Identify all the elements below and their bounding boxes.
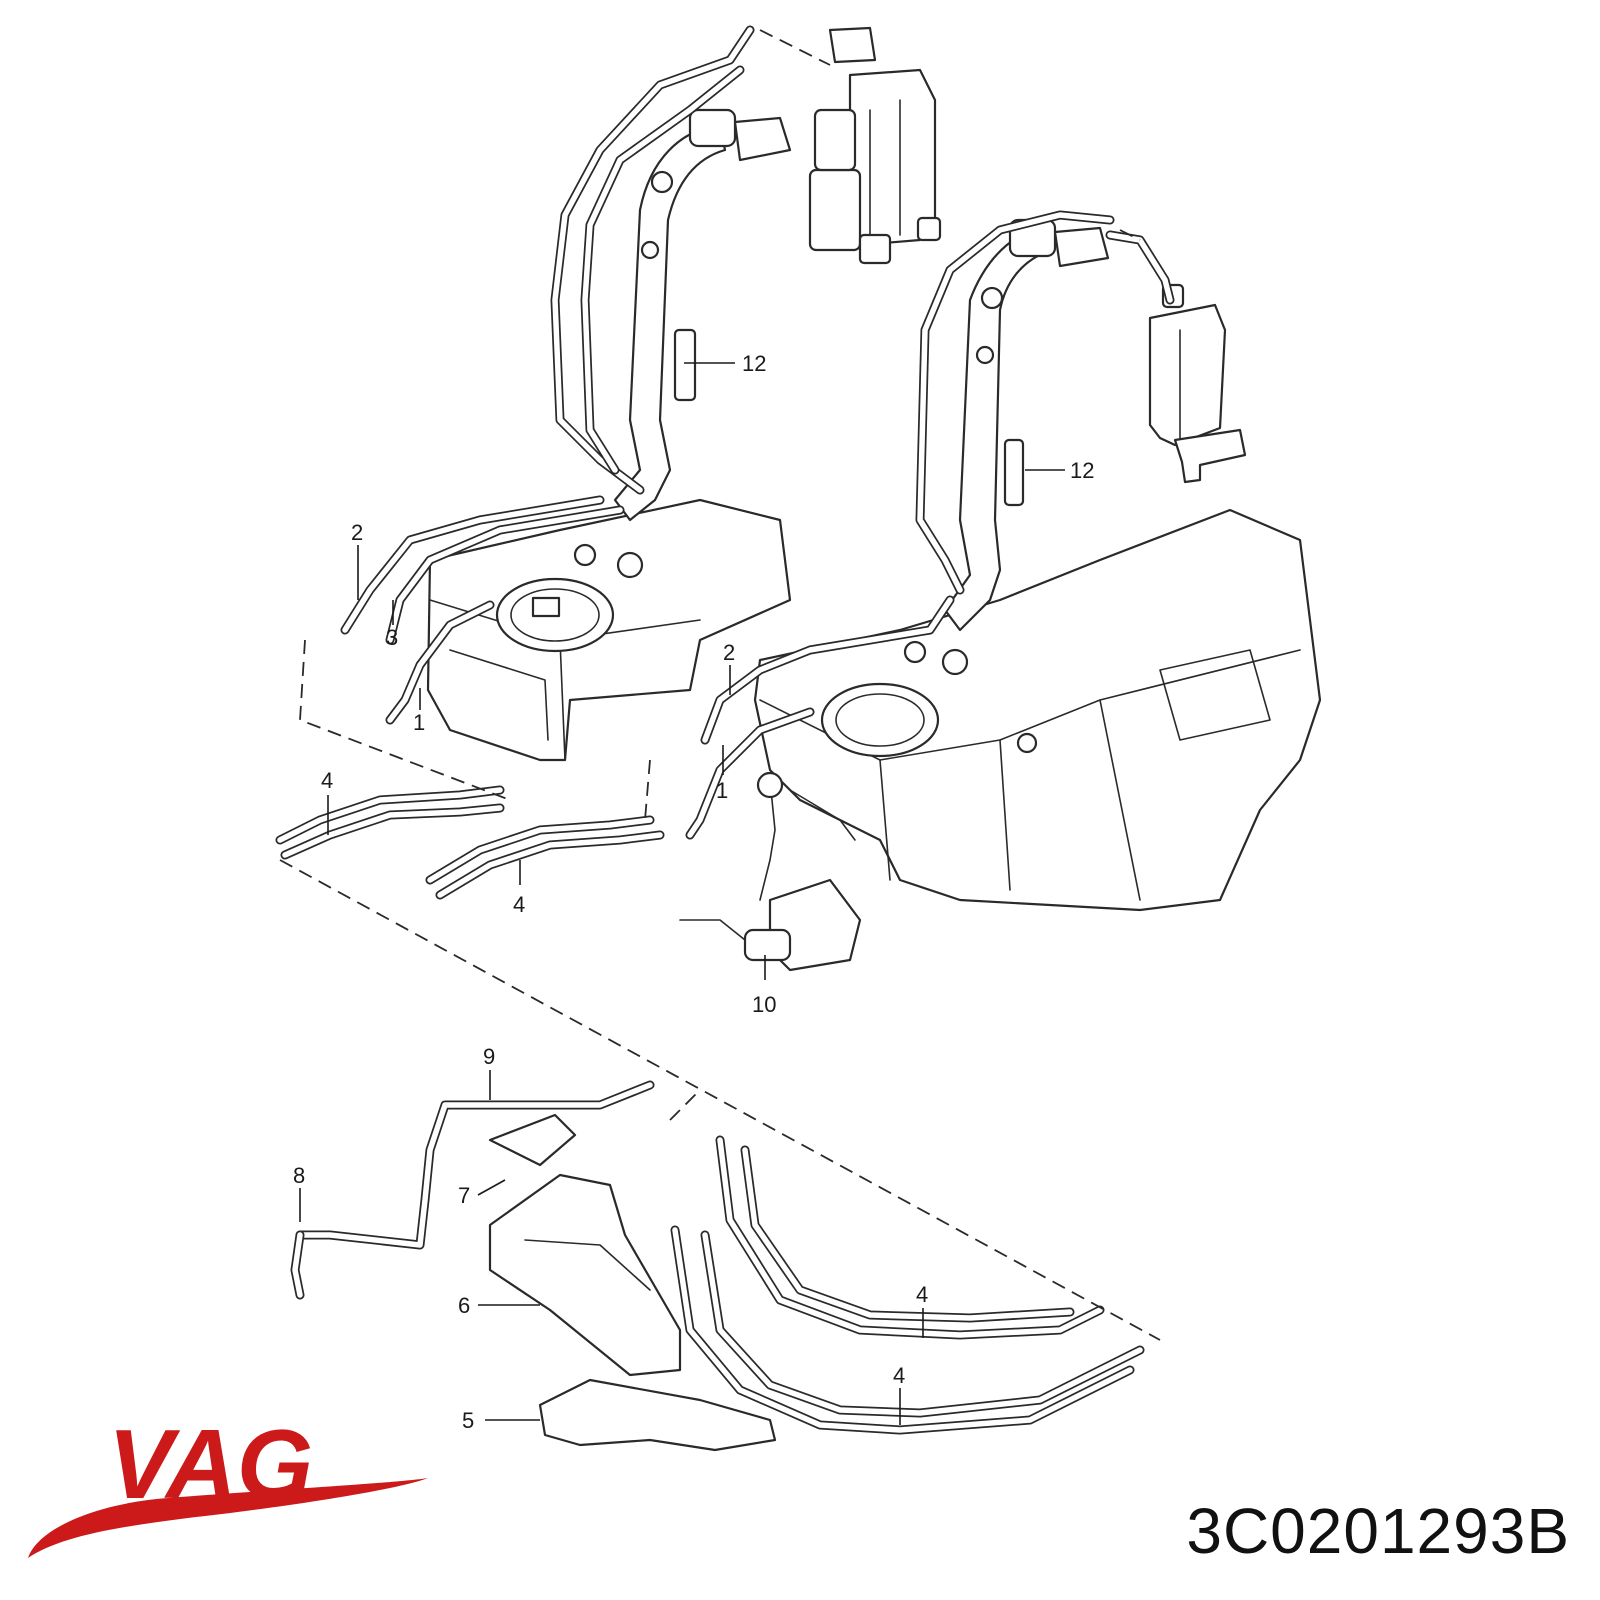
callout-4-a: 4: [321, 768, 333, 793]
part-number: 3C0201293B: [1186, 1495, 1570, 1567]
carbon-canister-left: [808, 26, 942, 265]
heat-shield: [488, 1113, 777, 1452]
callout-7: 7: [458, 1183, 470, 1208]
callout-10: 10: [752, 992, 776, 1017]
callout-3: 3: [386, 625, 398, 650]
fuel-lines-right: [685, 210, 1175, 840]
callout-labels: 12 12 2 3 1 2 1 4 4 10 9 8 7 6 5 4 4: [293, 351, 1094, 1433]
underbody-lines-lower: [290, 1080, 1145, 1435]
vag-logo: VAG: [28, 1418, 428, 1558]
fuel-tank-right: [753, 508, 1322, 912]
callout-12-left: 12: [742, 351, 766, 376]
assembly-dashes: [279, 29, 1161, 1341]
logo-wordmark: VAG: [108, 1418, 313, 1519]
fuel-pump-assembly: [679, 771, 862, 972]
callout-2-left: 2: [351, 520, 363, 545]
logo-swoosh: [28, 1478, 428, 1558]
callout-4-d: 4: [893, 1363, 905, 1388]
callout-2-right: 2: [723, 640, 735, 665]
callout-6: 6: [458, 1293, 470, 1318]
carbon-canister-right: [1148, 283, 1247, 484]
callout-4-c: 4: [916, 1282, 928, 1307]
callout-8: 8: [293, 1163, 305, 1188]
underbody-lines-upper: [275, 785, 665, 900]
callout-4-b: 4: [513, 892, 525, 917]
callout-5: 5: [462, 1408, 474, 1433]
filler-neck-left: [613, 108, 792, 522]
fuel-tank-left: [426, 498, 792, 762]
callout-1-left: 1: [413, 710, 425, 735]
callout-1-right: 1: [716, 778, 728, 803]
filler-neck-right: [943, 218, 1110, 632]
callout-9: 9: [483, 1044, 495, 1069]
callout-12-right: 12: [1070, 458, 1094, 483]
fuel-lines-upper: [340, 25, 755, 725]
